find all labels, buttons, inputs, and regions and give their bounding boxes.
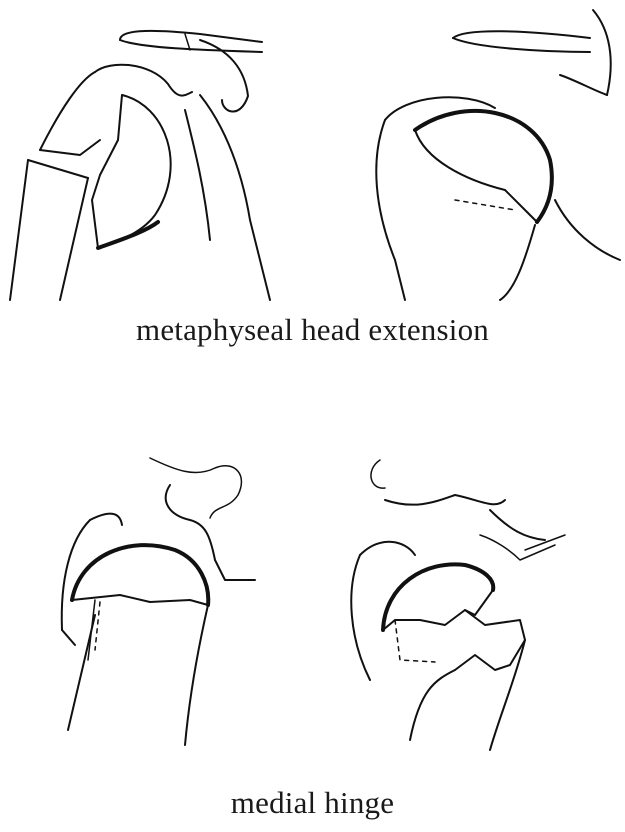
caption-metaphyseal-head-extension: metaphyseal head extension — [0, 312, 625, 348]
bottom-right-humerus-sketch — [325, 440, 625, 755]
caption-medial-hinge: medial hinge — [0, 785, 625, 821]
top-left-humerus-drawing — [0, 0, 300, 312]
top-right-humerus-drawing — [325, 0, 625, 312]
bottom-left-humerus-sketch — [0, 440, 300, 755]
top-right-humerus-sketch — [325, 0, 625, 312]
bottom-left-humerus-drawing — [0, 440, 300, 755]
bottom-right-humerus-drawing — [325, 440, 625, 755]
top-left-humerus-sketch — [0, 0, 300, 312]
